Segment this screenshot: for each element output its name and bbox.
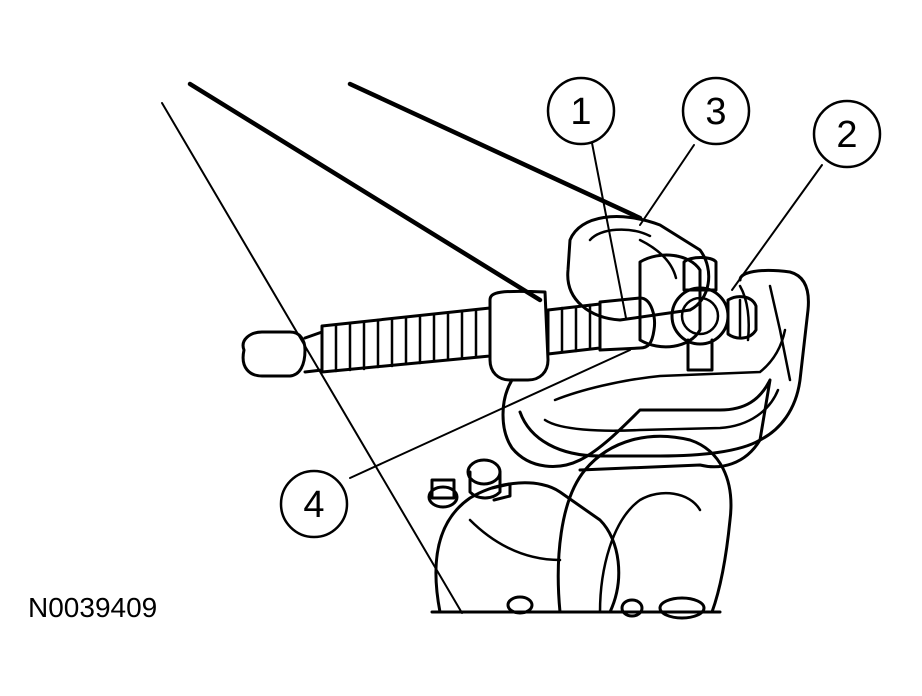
puller-c-frame	[488, 268, 810, 472]
callout-3-label: 3	[705, 91, 726, 133]
callout-1: 1	[546, 76, 616, 146]
frame-lines	[161, 81, 643, 614]
leader-lines	[349, 142, 823, 479]
callout-3: 3	[681, 76, 751, 146]
callout-4: 4	[279, 469, 349, 539]
figure-code: N0039409	[28, 592, 158, 623]
callout-2: 2	[812, 99, 882, 169]
ball-joint	[638, 253, 758, 372]
forcing-screw	[241, 296, 656, 378]
tie-rod-boot	[566, 215, 711, 322]
screw-threads	[334, 308, 478, 373]
callout-2-label: 2	[836, 114, 857, 156]
callout-1-label: 1	[570, 91, 591, 133]
callout-4-label: 4	[303, 484, 324, 526]
steering-knuckle	[427, 434, 733, 620]
